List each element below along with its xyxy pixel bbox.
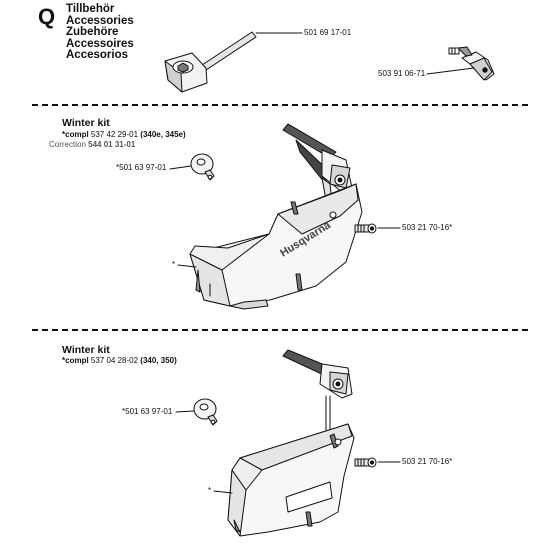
kit2-screw-part-number: 503 21 70-16* <box>402 457 453 466</box>
kit1-title: Winter kit <box>62 117 110 129</box>
kit1-compl-prefix: *compl <box>62 130 89 139</box>
title-german: Zubehöre <box>66 26 119 39</box>
kit1-pivot-bracket <box>282 123 353 203</box>
kit1-winter-cover <box>189 183 363 310</box>
kit2-screw-hole <box>334 438 342 446</box>
kit2-compl-number: 537 04 28-02 <box>90 356 139 365</box>
kit2-plug-part-number: *501 63 97-01 <box>122 407 173 416</box>
kit1-correction-line: Correction 544 01 31-01 <box>49 140 135 150</box>
clip-part-number: 503 91 06-71 <box>378 69 426 78</box>
svg-text:Husqvarna: Husqvarna <box>278 219 333 260</box>
section-divider <box>32 104 528 106</box>
section-letter: Q <box>38 4 56 29</box>
title-swedish: Tillbehör <box>66 3 115 15</box>
kit2-pivot-bracket <box>282 349 353 431</box>
title-spanish: Accesorios <box>66 49 129 62</box>
kit1-compl-number: 537 42 29-01 <box>90 130 139 139</box>
kit1-cover-marker: * <box>172 260 176 269</box>
kit2-plug-leader <box>175 410 195 413</box>
kit2-screw <box>354 457 377 468</box>
kit2-compl-prefix: *compl <box>62 356 89 365</box>
kit2-compl-line: *compl 537 04 28-02 (340, 350) <box>62 356 177 366</box>
wrench-part-number: 501 69 17-01 <box>304 28 352 37</box>
clip-leader-line <box>426 67 475 75</box>
kit2-cover-leader <box>213 490 233 494</box>
kit1-plug-leader <box>169 165 192 170</box>
kit2-winter-cover <box>227 423 355 537</box>
kit1-compl-line: *compl 537 42 29-01 (340e, 345e) <box>62 130 186 140</box>
kit1-correction-number: 544 01 31-01 <box>88 140 136 149</box>
combination-wrench <box>164 31 257 93</box>
kit2-compl-models: (340, 350) <box>140 356 177 365</box>
section-divider <box>32 329 528 331</box>
kit1-cover-leader <box>177 264 197 268</box>
kit1-screw-hole <box>329 211 337 219</box>
kit1-screw-part-number: 503 21 70-16* <box>402 223 453 232</box>
title-english: Accessories <box>66 14 134 27</box>
kit1-correction-label: Correction <box>49 140 86 149</box>
kit2-title: Winter kit <box>62 344 110 356</box>
mounting-clip <box>448 46 495 81</box>
kit2-plug <box>193 398 218 426</box>
kit1-plug-part-number: *501 63 97-01 <box>116 163 167 172</box>
kit1-husqvarna-logo: Husqvarna <box>278 219 333 260</box>
kit1-screw <box>354 223 377 234</box>
kit1-compl-models: (340e, 345e) <box>140 130 186 139</box>
title-french: Accessoires <box>66 37 134 50</box>
kit1-plug <box>190 153 215 181</box>
section-titles: Tillbehör Accessories Zubehöre Accessoir… <box>66 3 134 62</box>
kit2-cover-marker: * <box>208 486 212 495</box>
